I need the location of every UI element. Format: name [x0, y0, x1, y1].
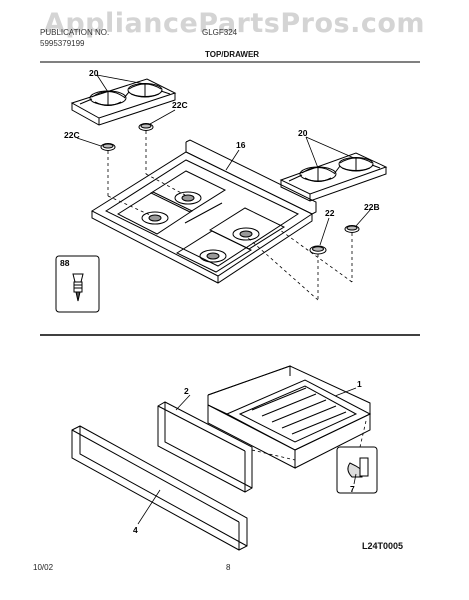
callout-22b: 22B — [364, 202, 380, 212]
footer-date: 10/02 — [33, 563, 54, 572]
drawer-body — [207, 365, 372, 469]
callout-88: 88 — [60, 258, 70, 268]
watermark-text: AppliancePartsPros.com — [43, 8, 426, 39]
diagram-code: L24T0005 — [362, 541, 404, 551]
callout-leaders-top — [76, 74, 372, 246]
callout-4: 4 — [133, 525, 138, 535]
assembly-dashed-lines — [107, 131, 353, 301]
cooktop-main-top — [90, 139, 317, 284]
callout-16: 16 — [236, 140, 246, 150]
part-88-inset — [55, 255, 100, 313]
callout-22: 22 — [325, 208, 335, 218]
right-burner-grate — [279, 152, 388, 202]
drawer-glide-inset — [336, 446, 378, 494]
section-title: TOP/DRAWER — [205, 50, 260, 59]
callout-2: 2 — [184, 386, 189, 396]
drawer-front-panel — [71, 425, 248, 551]
callout-7: 7 — [350, 484, 355, 494]
drawer-assembly-lines — [137, 387, 367, 525]
callout-1: 1 — [357, 379, 362, 389]
drawer-side-panel — [157, 401, 253, 493]
left-burner-cap-22c — [100, 123, 154, 151]
model-number: GLGF324 — [202, 28, 238, 37]
callout-22c-left: 22C — [64, 130, 80, 140]
callout-22c-right: 22C — [172, 100, 188, 110]
publication-label: PUBLICATION NO. — [40, 28, 110, 37]
left-burner-grate — [70, 78, 177, 126]
callout-20-left: 20 — [89, 68, 99, 78]
callout-20-right: 20 — [298, 128, 308, 138]
publication-number: 5995379199 — [40, 39, 85, 48]
footer-page-number: 8 — [226, 563, 231, 572]
